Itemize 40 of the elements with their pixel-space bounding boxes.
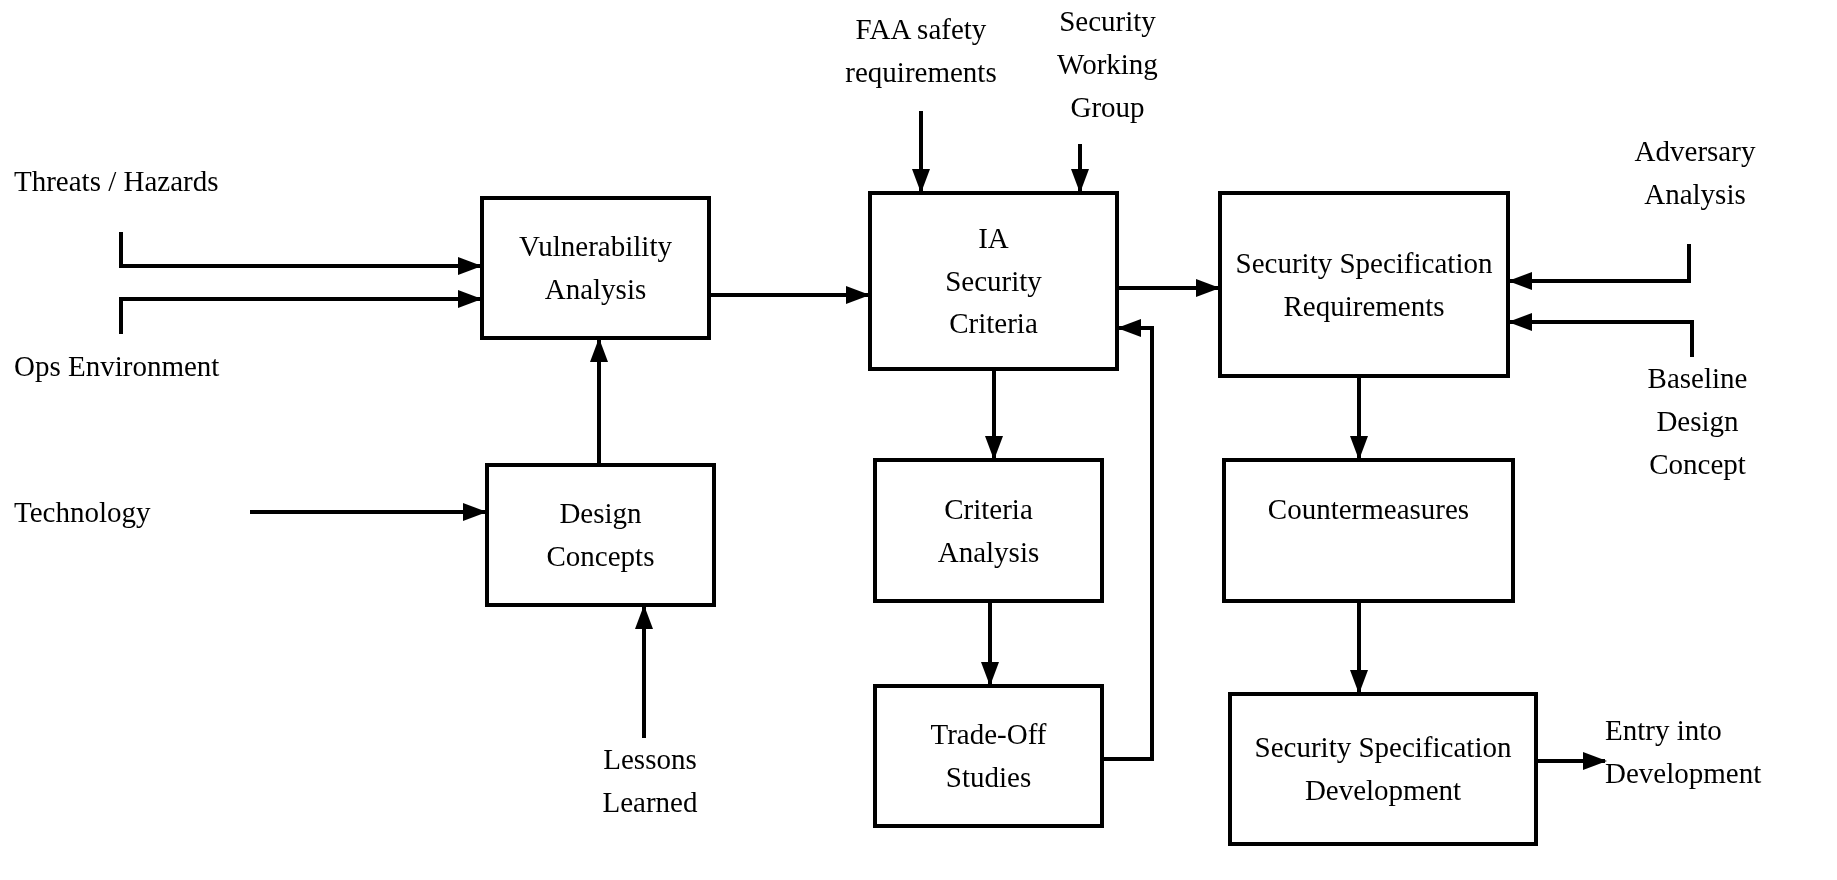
arrow xyxy=(912,111,930,193)
process-box xyxy=(873,684,1104,828)
arrow xyxy=(711,286,870,304)
box-label: Trade-Off Studies xyxy=(929,717,1048,795)
arrow xyxy=(590,338,608,463)
arrow xyxy=(250,503,487,521)
process-box xyxy=(868,191,1119,371)
process-box xyxy=(1222,458,1515,603)
arrow xyxy=(981,603,999,686)
input-label: FAA safety requirements xyxy=(844,12,998,90)
box-label: Criteria Analysis xyxy=(936,491,1041,570)
process-box xyxy=(1228,692,1538,846)
box-label: Security Specification Development xyxy=(1253,730,1513,808)
box-label: Vulnerability Analysis xyxy=(518,229,673,307)
process-box xyxy=(1218,191,1510,378)
input-label: Ops Environment xyxy=(14,348,220,384)
box-label: Countermeasures xyxy=(1267,492,1470,527)
arrow xyxy=(635,605,653,738)
arrow xyxy=(119,290,482,334)
process-box xyxy=(480,196,711,340)
arrow xyxy=(1538,752,1607,770)
input-label: Technology xyxy=(14,494,151,530)
arrow xyxy=(1350,378,1368,460)
input-label: Baseline Design Concept xyxy=(1646,361,1749,482)
arrow xyxy=(1104,319,1154,761)
box-label: Design Concepts xyxy=(545,496,656,574)
arrow xyxy=(1071,144,1089,193)
input-label: Threats / Hazards xyxy=(14,164,219,199)
process-box xyxy=(873,458,1104,603)
arrow xyxy=(119,232,482,275)
arrow xyxy=(985,371,1003,460)
input-label: Adversary Analysis xyxy=(1633,134,1757,212)
input-label: Security Working Group xyxy=(1056,4,1159,125)
box-label: IA Security Criteria xyxy=(944,220,1043,342)
box-label: Security Specification Requirements xyxy=(1234,245,1494,324)
arrow xyxy=(1119,279,1220,297)
input-label: Lessons Learned xyxy=(601,742,699,820)
input-label: Entry into Development xyxy=(1605,713,1763,791)
arrow xyxy=(1350,603,1368,694)
process-box xyxy=(485,463,716,607)
